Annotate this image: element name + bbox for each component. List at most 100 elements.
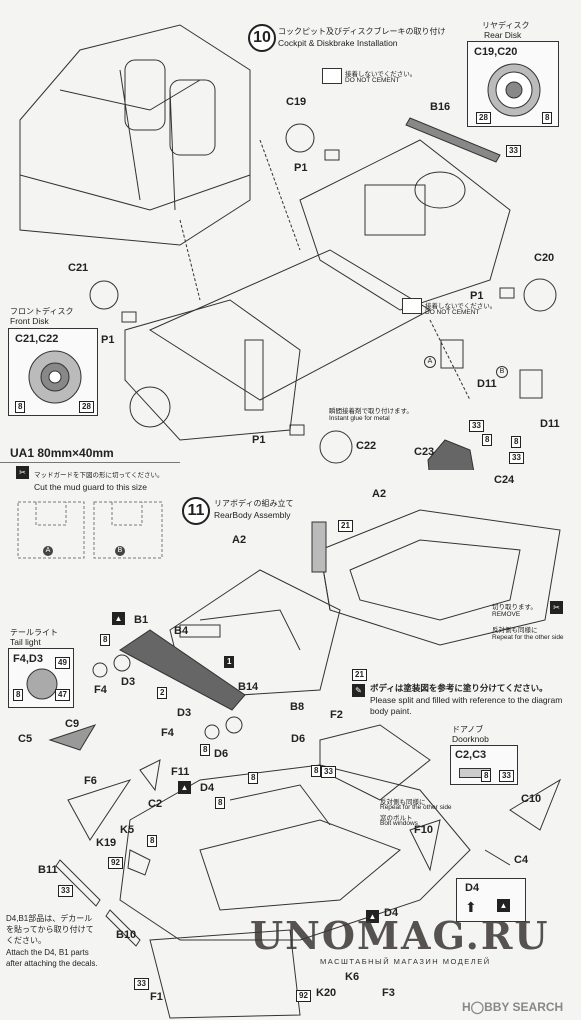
label-a-circle: A — [424, 356, 436, 368]
bolt-repeat-en: Repeat for the other side — [380, 804, 452, 811]
glue-icon-2: ▲ — [178, 781, 191, 794]
part-c23: C23 — [414, 446, 435, 458]
bolt-note-jp: 窓のボルト — [380, 815, 413, 822]
badge-8-f: 8 — [311, 765, 322, 777]
mud-guard-b: B — [115, 546, 125, 556]
badge-8-b: 8 — [511, 436, 522, 448]
badge-21-a: 21 — [338, 520, 353, 532]
part-f3: F3 — [382, 987, 395, 999]
step10-line-art — [19, 24, 557, 470]
part-d3-a: D3 — [121, 676, 136, 688]
step10-title-jp: コックピット及びディスクブレーキの取り付け — [278, 27, 446, 36]
badge-8-d: 8 — [200, 744, 211, 756]
part-p1-a: P1 — [294, 162, 308, 174]
part-k6: K6 — [345, 971, 360, 983]
part-c10: C10 — [521, 793, 542, 805]
part-c2: C2 — [148, 798, 163, 810]
part-f2: F2 — [330, 709, 343, 721]
part-b11: B11 — [38, 864, 58, 876]
mud-guard-a: A — [43, 546, 53, 556]
paint-badge-21: 21 — [352, 669, 367, 681]
watermark-subtitle: МАСШТАБНЫЙ МАГАЗИН МОДЕЛЕЙ — [320, 957, 491, 966]
front-disk-badge-28: 28 — [79, 401, 94, 413]
doorknob-badge-33: 33 — [499, 770, 514, 782]
part-f6: F6 — [84, 775, 97, 787]
ua1-note-en: Cut the mud guard to this size — [34, 482, 147, 492]
do-not-cement-icon-2 — [402, 298, 422, 314]
doorknob-title-en: Doorknob — [452, 734, 489, 744]
part-c20: C20 — [534, 252, 555, 264]
front-disk-box: C21,C22 8 28 — [8, 328, 98, 416]
part-d4-a: D4 — [200, 782, 215, 794]
badge-1: 1 — [224, 656, 235, 668]
ua1-note-jp: マッドガードを下図の形に切ってください。 — [34, 472, 164, 479]
part-a2-b: A2 — [232, 534, 247, 546]
badge-33-e: 33 — [134, 978, 149, 990]
rear-disk-badge-8: 8 — [542, 112, 553, 124]
part-d6-b: D6 — [291, 733, 306, 745]
cut-remove-jp: 切り取ります。 — [492, 604, 537, 611]
part-b16: B16 — [430, 101, 451, 113]
doorknob-box: C2,C3 8 33 — [450, 745, 518, 785]
part-c21: C21 — [68, 262, 89, 274]
tail-light-badge-49: 49 — [55, 657, 70, 669]
d4-glue-box: D4 ⬆ ▲ — [456, 878, 526, 922]
part-k5: K5 — [120, 824, 135, 836]
d4-box-label: D4 — [465, 882, 480, 894]
part-p1-c: P1 — [470, 290, 484, 302]
scissors-icon: ✂ — [16, 466, 29, 479]
badge-8-h: 8 — [147, 835, 158, 847]
decal-note-en: Attach the D4, B1 parts after attaching … — [6, 948, 98, 968]
tail-light-icon — [26, 668, 58, 700]
part-b10: B10 — [116, 929, 137, 941]
do-not-cement-jp: 接着しないでください。 — [345, 71, 417, 78]
rear-disk-parts: C19,C20 — [474, 46, 518, 58]
paint-note-en: Please split and filled with reference t… — [370, 695, 563, 716]
step11-line-art — [48, 509, 562, 1019]
badge-33-d: 33 — [58, 885, 73, 897]
do-not-cement-jp-2: 接着しないでください。 — [425, 303, 497, 310]
part-c5: C5 — [18, 733, 33, 745]
rear-disk-icon — [487, 63, 541, 117]
doorknob-title-jp: ドアノブ — [452, 725, 484, 734]
part-c4: C4 — [514, 854, 529, 866]
doorknob-parts: C2,C3 — [455, 749, 487, 761]
badge-33-a: 33 — [469, 420, 484, 432]
part-f11: F11 — [171, 766, 190, 778]
badge-8-g: 8 — [215, 797, 226, 809]
do-not-cement-en-2: DO NOT CEMENT — [425, 309, 480, 316]
do-not-cement-icon — [322, 68, 342, 84]
remove-icon: ✂ — [550, 601, 563, 614]
instant-glue-en: Instant glue for metal — [329, 415, 390, 422]
decal-note-jp: D4,B1部品は、デカールを貼ってから取り付けてください。 — [6, 914, 94, 945]
bolt-note-en: Bolt windows — [380, 820, 418, 827]
step11-title-en: RearBody Assembly — [214, 510, 291, 520]
mud-guard-template — [17, 501, 163, 559]
divider — [0, 462, 180, 463]
part-b14: B14 — [238, 681, 259, 693]
paint-note-jp: ボディは塗装図を参考に塗り分けてください。 — [370, 683, 548, 693]
part-b4: B4 — [174, 625, 189, 637]
part-d4-b: D4 — [384, 907, 399, 919]
tail-light-box: F4,D3 49 8 47 — [8, 648, 74, 708]
do-not-cement-en: DO NOT CEMENT — [345, 77, 400, 84]
front-disk-icon — [28, 350, 82, 404]
part-p1-d: P1 — [252, 434, 266, 446]
part-d11-b: D11 — [540, 418, 560, 430]
glue-icon: ▲ — [112, 612, 125, 625]
tail-light-title-en: Tail light — [10, 637, 41, 647]
part-d11-a: D11 — [477, 378, 497, 390]
part-f4-a: F4 — [94, 684, 107, 696]
part-b8: B8 — [290, 701, 305, 713]
badge-2: 2 — [157, 687, 168, 699]
badge-8-a: 8 — [482, 434, 493, 446]
front-disk-title-jp: フロントディスク — [10, 307, 74, 316]
rear-disk-title-en: Rear Disk — [484, 30, 522, 40]
step10-title-en: Cockpit & Diskbrake Installation — [278, 38, 398, 48]
part-p1-b: P1 — [101, 334, 115, 346]
b16-badge-33: 33 — [506, 145, 521, 157]
badge-8-e: 8 — [248, 772, 259, 784]
part-c24: C24 — [494, 474, 515, 486]
part-f1: F1 — [150, 991, 163, 1003]
tail-light-parts: F4,D3 — [13, 653, 43, 665]
